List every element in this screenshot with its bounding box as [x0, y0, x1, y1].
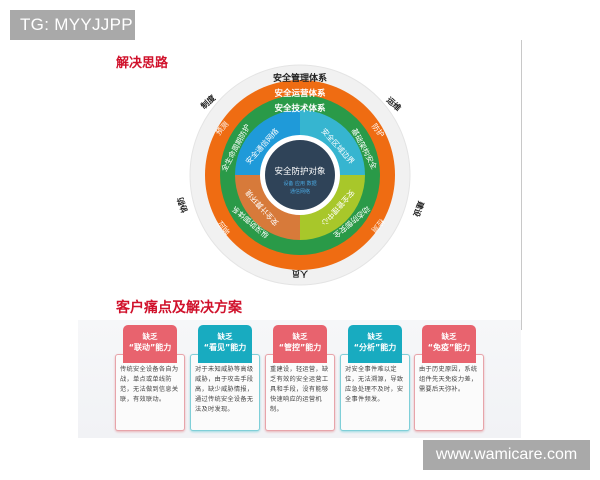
- card-header-line1: 缺乏: [292, 332, 308, 341]
- label-tech-system: 安全技术体系: [274, 103, 326, 114]
- section-title-pain-points: 客户痛点及解决方案: [116, 300, 242, 316]
- center-title: 安全防护对象: [274, 166, 326, 177]
- card-header-line1: 缺乏: [367, 332, 383, 341]
- label-management-system: 安全管理体系: [273, 72, 327, 84]
- card-notch: [366, 353, 384, 362]
- card-visibility: 对于未知威胁等高级威胁，由于攻击手段高，缺少威胁情报，通过传统安全设备无法及时发…: [190, 325, 260, 435]
- card-header-line1: 缺乏: [441, 332, 457, 341]
- card-analysis: 对安全事件难以定位，无法溯源，导致应急处理不及时，安全事件频发。 缺乏 “分析”…: [340, 325, 410, 435]
- card-linkage: 传统安全设备各自为战，单点或单线防范，无法做到信息关联，有效联动。 缺乏 “联动…: [115, 325, 185, 435]
- card-header-line1: 缺乏: [217, 332, 233, 341]
- ring-diagram-svg: 安全管理体系 制度 运维 协防 建设 人员 安全运营体系 预测 防护 响应 检测…: [175, 64, 427, 286]
- center-subtitle-2: 通信网络: [290, 188, 310, 195]
- card-header-line2: “免疫”能力: [427, 343, 471, 352]
- card-body: 重建设，轻运营，缺乏有效的安全运营工具和手段，没有能够快速响应的运营机制。: [265, 354, 335, 431]
- label-construction: 建设: [411, 199, 426, 218]
- security-ring-diagram: 安全管理体系 制度 运维 协防 建设 人员 安全运营体系 预测 防护 响应 检测…: [160, 64, 440, 286]
- card-notch: [291, 353, 309, 362]
- section-title-solution: 解决思路: [116, 56, 169, 71]
- watermark-bottom: www.wamicare.com: [423, 440, 590, 470]
- card-notch: [216, 353, 234, 362]
- center-subtitle-1: 设备 应用 数据: [283, 180, 316, 187]
- card-header-line1: 缺乏: [142, 332, 158, 341]
- card-header-line2: “看见”能力: [203, 343, 247, 352]
- card-notch: [440, 353, 458, 362]
- card-immunity: 由于历史原因，系统组件先天免疫力差，需要后天弥补。 缺乏 “免疫”能力: [414, 325, 484, 435]
- card-body: 对于未知威胁等高级威胁，由于攻击手段高，缺少威胁情报，通过传统安全设备无法及时发…: [190, 354, 260, 431]
- watermark-top: TG: MYYJJPP: [10, 10, 135, 40]
- card-control: 重建设，轻运营，缺乏有效的安全运营工具和手段，没有能够快速响应的运营机制。 缺乏…: [265, 325, 335, 435]
- card-header-line2: “分析”能力: [353, 343, 397, 352]
- label-cooperation: 协防: [175, 196, 190, 214]
- card-body: 传统安全设备各自为战，单点或单线防范，无法做到信息关联，有效联动。: [115, 354, 185, 431]
- label-personnel: 人员: [292, 269, 308, 279]
- card-header-line2: “联动”能力: [128, 343, 172, 352]
- vertical-divider: [521, 40, 522, 330]
- label-operation-system: 安全运营体系: [274, 88, 326, 99]
- card-notch: [141, 353, 159, 362]
- card-header: 缺乏 “分析”能力: [348, 325, 402, 363]
- card-body: 对安全事件难以定位，无法溯源，导致应急处理不及时，安全事件频发。: [340, 354, 410, 431]
- center-circle: [265, 140, 335, 210]
- card-body: 由于历史原因，系统组件先天免疫力差，需要后天弥补。: [414, 354, 484, 431]
- card-header-line2: “管控”能力: [278, 343, 322, 352]
